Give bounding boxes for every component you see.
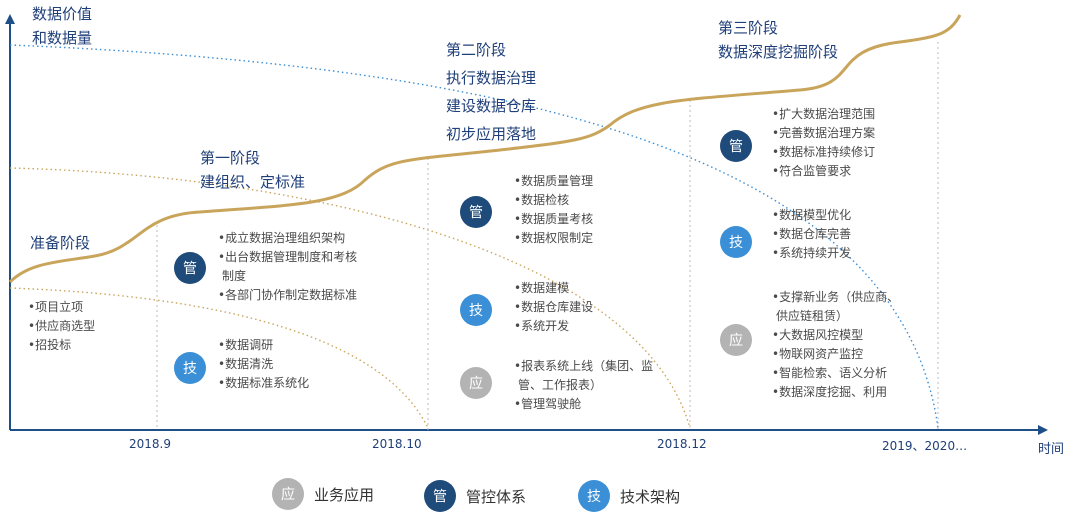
app-badge: 应: [460, 367, 492, 399]
stage2-title-line: 建设数据仓库: [446, 97, 537, 115]
stage3-app-bullet: •支撑新业务（供应商、: [772, 290, 900, 304]
tech-badge: 技: [720, 226, 752, 258]
x-axis-label: 时间: [1038, 442, 1065, 457]
legend-label: 业务应用: [314, 485, 375, 504]
legend-item-mgmt: 管 管控体系: [424, 480, 526, 512]
stage3-mgmt-bullet: •符合监管要求: [772, 164, 852, 178]
stage2-tech-bullet: •数据建模: [514, 281, 570, 295]
decay-curve-stage2: [9, 44, 939, 429]
stage3-tech-bullet: •数据模型优化: [772, 208, 852, 222]
prep-bullet: •招投标: [28, 338, 72, 352]
stage1-title-line: 建组织、定标准: [200, 173, 306, 191]
prep-bullet: •项目立项: [28, 300, 84, 314]
stage3-title-line: 数据深度挖掘阶段: [718, 43, 839, 61]
y-axis-label-line: 和数据量: [32, 29, 93, 47]
tech-badge: 技: [174, 352, 206, 384]
stage3-app-bullet: •数据深度挖掘、利用: [772, 385, 888, 399]
stage2-mgmt-bullet: •数据质量管理: [514, 174, 594, 188]
stage3-mgmt-bullet: •扩大数据治理范围: [772, 107, 876, 121]
stage2-title-line: 初步应用落地: [446, 125, 537, 143]
tech-badge: 技: [578, 480, 610, 512]
x-axis-arrow: [1038, 425, 1048, 435]
stage2-tech-bullet: •系统开发: [514, 319, 570, 333]
stage2-mgmt-bullet: •数据检核: [514, 193, 570, 207]
tick-label: 2018.12: [657, 437, 707, 451]
stage1-mgmt-bullet: •各部门协作制定数据标准: [218, 288, 358, 302]
mgmt-badge: 管: [424, 480, 456, 512]
decay-curve-stage1: [9, 167, 691, 429]
stage2-app-bullet: •管理驾驶舱: [514, 397, 582, 411]
stage2-tech-bullet: •数据仓库建设: [514, 300, 594, 314]
stage1-mgmt-bullet: 制度: [222, 269, 247, 283]
stage3-app-bullet: •智能检索、语义分析: [772, 366, 888, 380]
legend-label: 技术架构: [620, 487, 681, 506]
app-badge: 应: [272, 478, 304, 510]
prep-bullet: •供应商选型: [28, 319, 96, 333]
prep-stage-title: 准备阶段: [30, 234, 91, 252]
app-badge: 应: [720, 324, 752, 356]
tick-label: 2019、2020…: [882, 439, 968, 453]
mgmt-badge: 管: [460, 196, 492, 228]
stage2-title-line: 第二阶段: [446, 41, 507, 59]
legend-item-app: 应 业务应用: [272, 478, 374, 510]
legend-label: 管控体系: [466, 487, 527, 506]
stage1-tech-bullet: •数据标准系统化: [218, 376, 310, 390]
stage2-app-bullet: 管、工作报表）: [518, 378, 603, 392]
stage1-title-line: 第一阶段: [200, 149, 261, 167]
stage3-app-bullet: 供应链租赁）: [776, 309, 849, 323]
stage1-mgmt-bullet: •出台数据管理制度和考核: [218, 250, 358, 264]
stage3-tech-bullet: •系统持续开发: [772, 246, 852, 260]
mgmt-badge: 管: [174, 252, 206, 284]
tick-label: 2018.10: [372, 437, 422, 451]
legend-item-tech: 技 技术架构: [578, 480, 680, 512]
stage3-mgmt-bullet: •完善数据治理方案: [772, 126, 876, 140]
stage1-mgmt-bullet: •成立数据治理组织架构: [218, 231, 346, 245]
stage3-app-bullet: •物联网资产监控: [772, 347, 864, 361]
stage3-app-bullet: •大数据风控模型: [772, 328, 864, 342]
stage2-mgmt-bullet: •数据质量考核: [514, 212, 594, 226]
y-axis-arrow: [5, 14, 15, 24]
stage3-tech-bullet: •数据仓库完善: [772, 227, 852, 241]
stage3-mgmt-bullet: •数据标准持续修订: [772, 145, 876, 159]
stage1-tech-bullet: •数据调研: [218, 338, 274, 352]
stage2-app-bullet: •报表系统上线（集团、监: [514, 359, 654, 373]
stage2-title-line: 执行数据治理: [446, 69, 537, 87]
tick-label: 2018.9: [129, 437, 171, 451]
stage2-mgmt-bullet: •数据权限制定: [514, 231, 594, 245]
mgmt-badge: 管: [720, 130, 752, 162]
decay-curve-prep: [9, 287, 429, 429]
y-axis-label-line: 数据价值: [32, 5, 93, 23]
stage1-tech-bullet: •数据清洗: [218, 357, 274, 371]
stage3-title-line: 第三阶段: [718, 19, 779, 37]
growth-curve: [8, 14, 962, 284]
tech-badge: 技: [460, 294, 492, 326]
